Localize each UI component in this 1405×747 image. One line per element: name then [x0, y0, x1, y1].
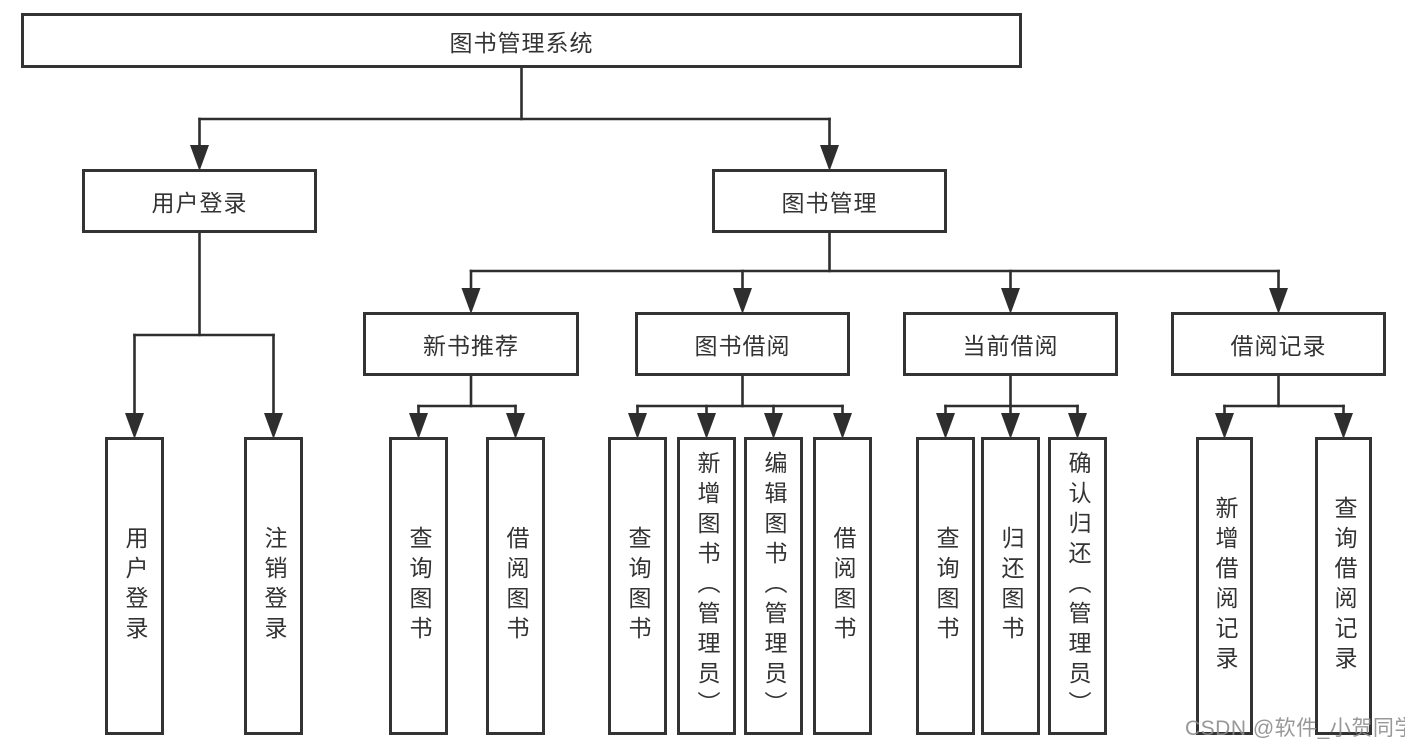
leaf-current-confirm-return-admin: 确认归还（管理员） [1048, 437, 1107, 735]
leaf-recommend-query-books: 查询图书 [389, 437, 448, 735]
leaf-records-add-record: 新增借阅记录 [1196, 437, 1253, 735]
node-label: 查询图书 [625, 526, 651, 646]
leaf-current-return-books: 归还图书 [981, 437, 1040, 735]
node-label: 查询借阅记录 [1331, 496, 1357, 676]
node-label: 借阅记录 [1230, 333, 1327, 359]
csdn-watermark: CSDN @软件_小贺同学 [1185, 717, 1405, 740]
node-label: 查询图书 [406, 526, 432, 646]
node-label: 新增图书（管理员） [694, 451, 720, 721]
leaf-borrow-add-books-admin: 新增图书（管理员） [677, 437, 736, 735]
node-label: 新增借阅记录 [1212, 496, 1238, 676]
node-book-management: 图书管理 [712, 169, 947, 233]
node-borrowing-records: 借阅记录 [1171, 312, 1386, 376]
leaf-records-query-record: 查询借阅记录 [1315, 437, 1372, 735]
node-label: 图书管理系统 [449, 29, 594, 56]
node-label: 借阅图书 [830, 526, 856, 646]
node-current-borrowing: 当前借阅 [903, 312, 1118, 376]
node-new-book-recommend: 新书推荐 [363, 312, 579, 376]
leaf-borrow-query-books: 查询图书 [608, 437, 667, 735]
leaf-logout: 注销登录 [244, 437, 303, 735]
node-label: 用户登录 [151, 190, 248, 216]
node-label: 当前借阅 [962, 333, 1059, 359]
leaf-borrow-edit-books-admin: 编辑图书（管理员） [744, 437, 803, 735]
leaf-current-query-books: 查询图书 [916, 437, 975, 735]
leaf-recommend-borrow-books: 借阅图书 [486, 437, 545, 735]
node-label: 归还图书 [998, 526, 1024, 646]
node-label: 图书借阅 [694, 333, 791, 359]
node-label: 图书管理 [781, 190, 878, 216]
node-label: 新书推荐 [423, 333, 519, 359]
node-label: 确认归还（管理员） [1065, 451, 1091, 721]
node-label: 借阅图书 [503, 526, 529, 646]
node-library-system: 图书管理系统 [21, 13, 1022, 68]
node-label: 编辑图书（管理员） [761, 451, 787, 721]
node-label: 用户登录 [122, 526, 148, 646]
node-user-login: 用户登录 [82, 169, 317, 233]
node-label: 查询图书 [933, 526, 959, 646]
node-label: 注销登录 [261, 526, 287, 646]
node-book-borrowing: 图书借阅 [635, 312, 850, 376]
leaf-borrow-borrow-books: 借阅图书 [813, 437, 872, 735]
leaf-user-login: 用户登录 [105, 437, 164, 735]
